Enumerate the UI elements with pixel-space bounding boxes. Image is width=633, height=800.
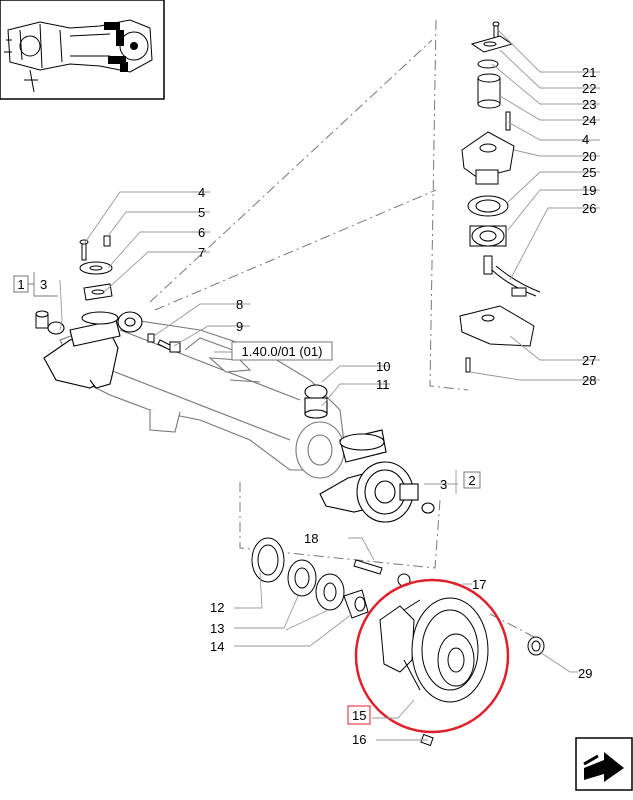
callout-4-left[interactable]: 4: [198, 185, 205, 200]
callout-19[interactable]: 19: [582, 183, 596, 198]
callout-8[interactable]: 8: [236, 297, 243, 312]
right-steering-knuckle: [304, 384, 435, 523]
callout-11[interactable]: 11: [376, 377, 390, 392]
callout-21[interactable]: 21: [582, 65, 596, 80]
callout-6[interactable]: 6: [198, 225, 205, 240]
leader-lines: [59, 29, 600, 741]
svg-text:1.40.0/01 (01): 1.40.0/01 (01): [242, 344, 323, 359]
callout-4-right[interactable]: 4: [582, 132, 589, 147]
final-drive-parts: [251, 537, 545, 747]
callout-18[interactable]: 18: [304, 531, 318, 546]
axle-housing: [59, 317, 346, 479]
callout-23[interactable]: 23: [582, 97, 596, 112]
highlight-circle: [354, 578, 510, 734]
bolt-9: [147, 333, 181, 353]
callout-3-left[interactable]: 3: [40, 277, 47, 292]
left-steering-knuckle: [43, 311, 143, 389]
callout-9[interactable]: 9: [236, 319, 243, 334]
next-page-arrow-icon[interactable]: [575, 737, 633, 791]
callout-22[interactable]: 22: [582, 81, 596, 96]
callout-26[interactable]: 26: [582, 201, 596, 216]
callout-5[interactable]: 5: [198, 205, 205, 220]
right-kingpin-parts: [459, 21, 541, 373]
left-kingpin-parts: [35, 235, 113, 329]
boxed-label-left[interactable]: 1: [13, 272, 58, 297]
callout-7[interactable]: 7: [198, 245, 205, 260]
callout-16[interactable]: 16: [352, 732, 366, 747]
callout-24[interactable]: 24: [582, 113, 596, 128]
callout-27[interactable]: 27: [582, 353, 596, 368]
callout-13[interactable]: 13: [210, 621, 224, 636]
callout-15-box: [347, 705, 371, 725]
callout-17[interactable]: 17: [472, 577, 486, 592]
callout-numbers: 21 22 23 24 4 20 25 19 26 27 28 4 5 6 7 …: [40, 65, 596, 747]
boxed-label-right[interactable]: 2: [463, 471, 481, 489]
callout-29[interactable]: 29: [578, 666, 592, 681]
callout-28[interactable]: 28: [582, 373, 596, 388]
callout-3-right[interactable]: 3: [440, 477, 447, 492]
overview-thumbnail[interactable]: [0, 0, 165, 100]
callout-10[interactable]: 10: [376, 359, 390, 374]
callout-20[interactable]: 20: [582, 149, 596, 164]
callout-15[interactable]: 15: [352, 708, 366, 723]
callout-14[interactable]: 14: [210, 639, 224, 654]
callout-12[interactable]: 12: [210, 600, 224, 615]
svg-text:1: 1: [17, 277, 24, 292]
reference-link-box[interactable]: 1.40.0/01 (01): [231, 341, 333, 361]
callout-25[interactable]: 25: [582, 165, 596, 180]
svg-text:2: 2: [468, 473, 475, 488]
